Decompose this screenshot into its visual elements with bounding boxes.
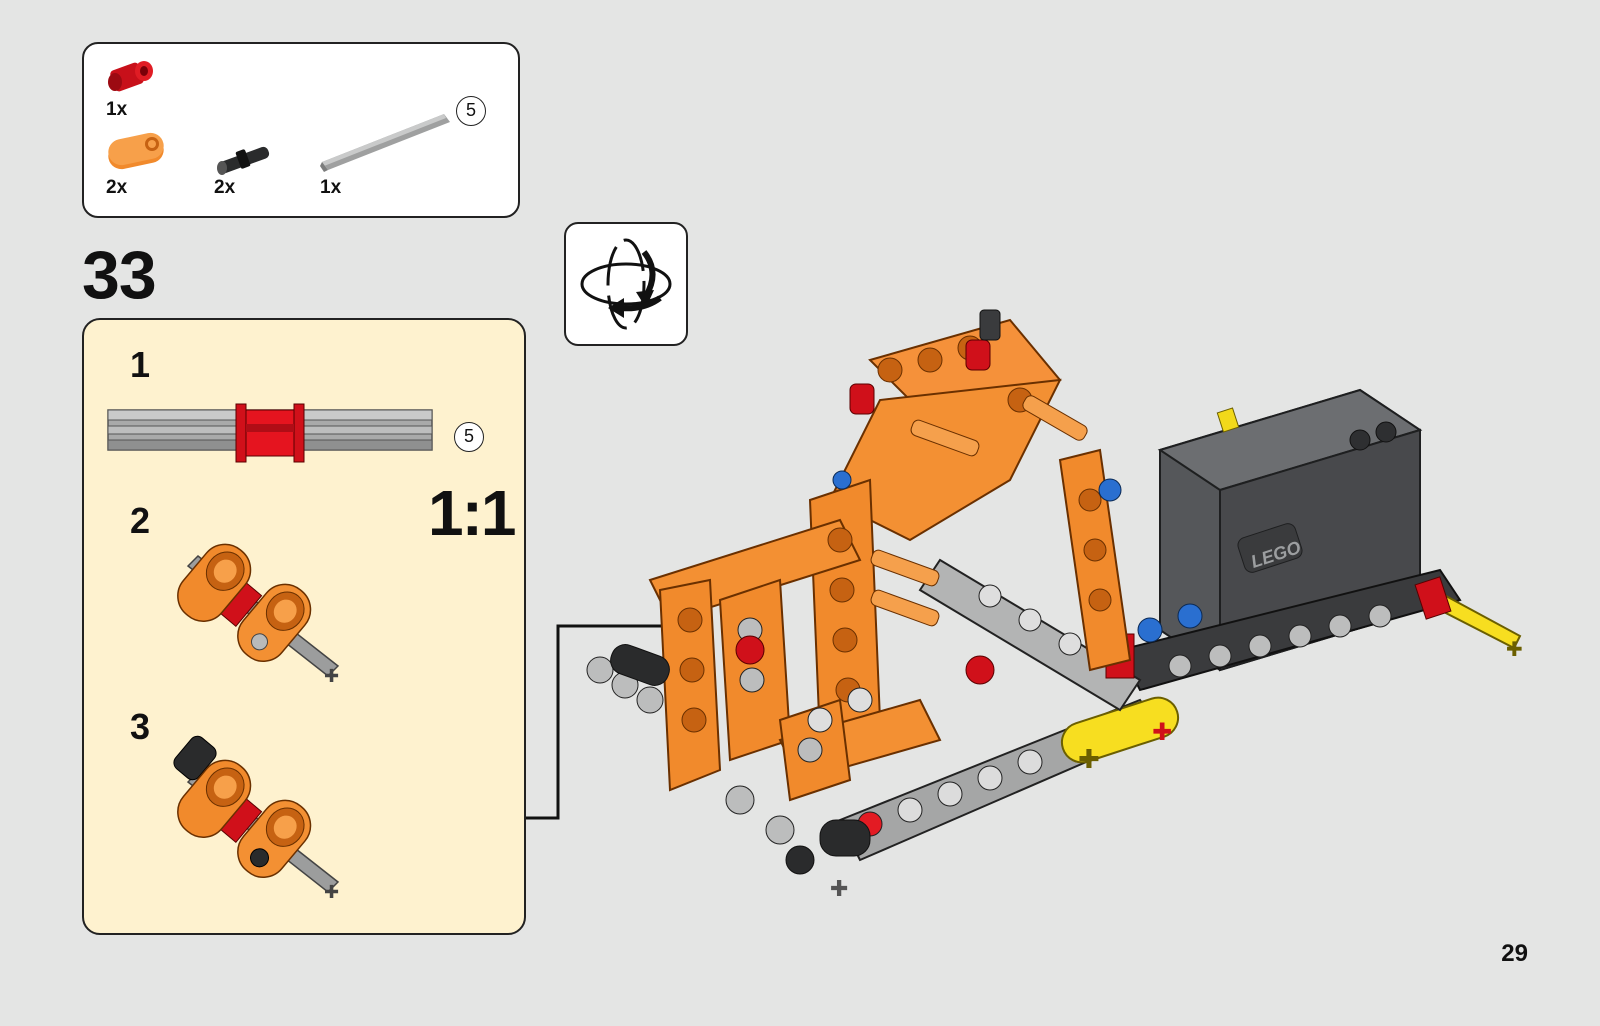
substep-number-3: 3	[130, 706, 150, 748]
page-number: 29	[1501, 940, 1528, 968]
model-assembly-illustration: LEGO ✚ ✚ ✚	[580, 300, 1540, 900]
substep-number-1: 1	[130, 344, 150, 386]
scale-indicator: 1:1	[428, 476, 515, 550]
substep-number-2: 2	[130, 500, 150, 542]
part-qty-3: 2x	[214, 177, 235, 199]
part-qty-1: 1x	[106, 99, 127, 121]
substep-1-illustration	[108, 404, 438, 466]
black-pin-part	[214, 140, 278, 176]
svg-text:✚: ✚	[830, 877, 848, 902]
substep-3-illustration: ✚	[178, 732, 348, 912]
red-axle-connector-part	[106, 58, 156, 94]
grey-axle-part	[320, 108, 452, 174]
parts-list-box: 1x 2x 2x 5 1x	[82, 42, 520, 218]
axle-length-badge: 5	[456, 96, 486, 126]
orange-connector-part	[104, 132, 172, 174]
svg-text:✚: ✚	[1152, 718, 1172, 746]
part-qty-4: 1x	[320, 177, 341, 199]
svg-text:✚: ✚	[324, 666, 339, 687]
step-number: 33	[82, 236, 156, 314]
svg-text:✚: ✚	[1506, 637, 1523, 661]
svg-text:✚: ✚	[324, 882, 339, 903]
yellow-axle: ✚	[1415, 577, 1523, 661]
subassembly-callout: 1 5 1:1 2 ✚ 3	[82, 318, 526, 935]
substep-2-illustration: ✚	[178, 526, 348, 696]
part-qty-2: 2x	[106, 177, 127, 199]
substep-axle-length-badge: 5	[454, 422, 484, 452]
svg-text:✚: ✚	[1078, 745, 1100, 775]
